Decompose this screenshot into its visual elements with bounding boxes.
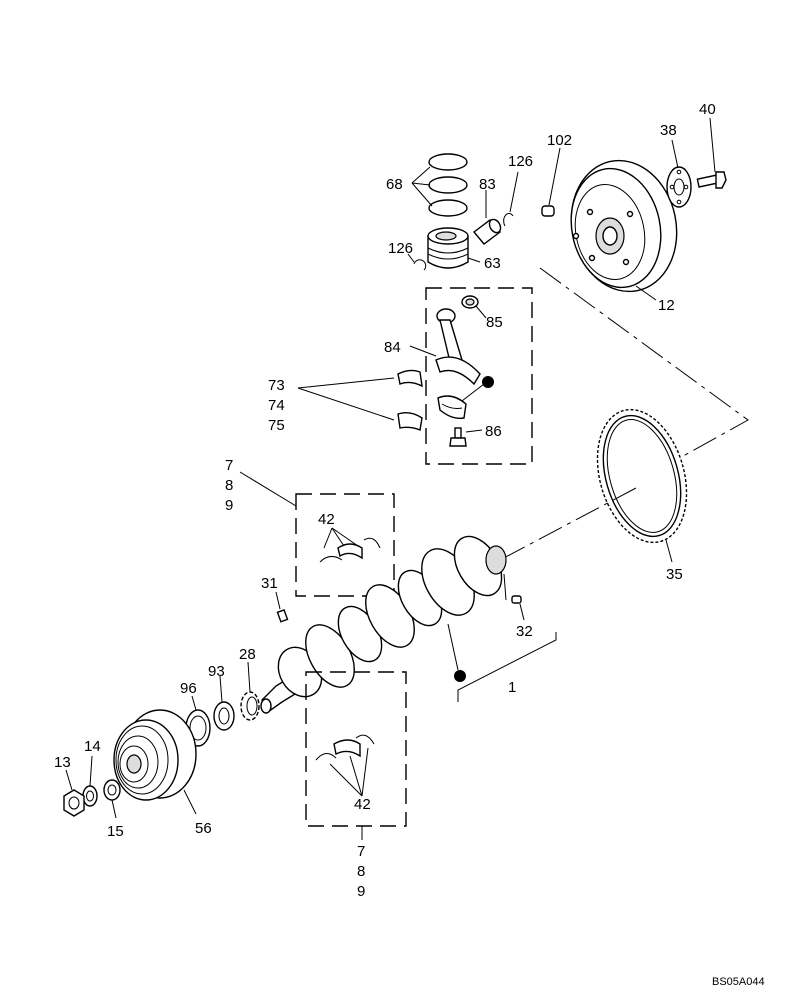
label-flywheel-plate: 38 xyxy=(660,122,677,139)
connecting-rod xyxy=(435,308,481,386)
crankshaft-bracket xyxy=(457,632,557,702)
label-piston-pin: 83 xyxy=(479,176,496,193)
piston-pin xyxy=(472,218,502,245)
label-ring-gear: 35 xyxy=(666,566,683,583)
label-flywheel: 12 xyxy=(658,297,675,314)
label-flywheel-bolt: 40 xyxy=(699,101,716,118)
label-thrust-upper: 42 xyxy=(318,511,335,528)
piston-rings xyxy=(428,153,468,217)
flywheel-bolt xyxy=(696,171,727,189)
piston xyxy=(427,227,469,269)
label-piston: 63 xyxy=(484,255,501,272)
thrust-washers-lower xyxy=(315,734,375,761)
label-main-bearing-upper-c: 9 xyxy=(225,497,233,514)
pin-31 xyxy=(276,609,289,623)
crankshaft xyxy=(260,535,507,714)
label-rod-bearing-a: 73 xyxy=(268,377,285,394)
label-connecting-rod: 84 xyxy=(384,339,401,356)
label-washer-14: 14 xyxy=(84,738,101,755)
label-pin-32: 32 xyxy=(516,623,533,640)
washer-14 xyxy=(82,785,98,807)
upper-main-bearing-box xyxy=(295,493,395,597)
connecting-rod-group-box xyxy=(425,287,533,465)
label-main-bearing-lower-c: 9 xyxy=(357,883,365,900)
label-damper-pulley: 56 xyxy=(195,820,212,837)
label-crankshaft: 1 xyxy=(508,679,516,696)
label-washer-93: 93 xyxy=(208,663,225,680)
thrust-washers-upper xyxy=(319,537,381,563)
crank-gear xyxy=(240,691,260,721)
label-nut-13: 13 xyxy=(54,754,71,771)
drawing-code: BS05A044 xyxy=(712,976,765,988)
label-spacer-15: 15 xyxy=(107,823,124,840)
ring-gear xyxy=(596,408,688,544)
label-main-bearing-upper-b: 8 xyxy=(225,477,233,494)
label-main-bearing-upper-a: 7 xyxy=(225,457,233,474)
rod-bearing-lower xyxy=(397,411,423,431)
label-seal-96: 96 xyxy=(180,680,197,697)
snap-ring-top xyxy=(503,213,514,227)
label-thrust-lower: 42 xyxy=(354,796,371,813)
flywheel xyxy=(570,159,678,293)
label-rod-bearing-c: 75 xyxy=(268,417,285,434)
small-end-bushing xyxy=(461,295,479,309)
spacer-15 xyxy=(103,779,121,801)
damper-pulley xyxy=(113,709,197,801)
nut-13 xyxy=(63,789,85,817)
label-piston-rings: 68 xyxy=(386,176,403,193)
rod-bearing-upper xyxy=(397,369,423,388)
label-main-bearing-lower-a: 7 xyxy=(357,843,365,860)
label-snap-ring-left: 126 xyxy=(388,240,413,257)
label-snap-ring-top: 126 xyxy=(508,153,533,170)
flywheel-plate xyxy=(666,166,692,208)
rod-cap xyxy=(437,395,467,420)
alignment-dot-crank xyxy=(454,670,466,682)
label-crank-gear: 28 xyxy=(239,646,256,663)
label-rod-bolt: 86 xyxy=(485,423,502,440)
pin-32 xyxy=(503,573,522,604)
label-pin-31: 31 xyxy=(261,575,278,592)
label-small-end-bushing: 85 xyxy=(486,314,503,331)
alignment-dot-rod xyxy=(482,376,494,388)
washer-93 xyxy=(213,701,235,731)
snap-ring-left xyxy=(413,259,427,271)
dowel xyxy=(541,205,555,217)
lower-main-bearing-box xyxy=(305,671,407,827)
rod-bolt xyxy=(449,427,467,447)
label-rod-bearing-b: 74 xyxy=(268,397,285,414)
label-main-bearing-lower-b: 8 xyxy=(357,863,365,880)
label-dowel: 102 xyxy=(547,132,572,149)
